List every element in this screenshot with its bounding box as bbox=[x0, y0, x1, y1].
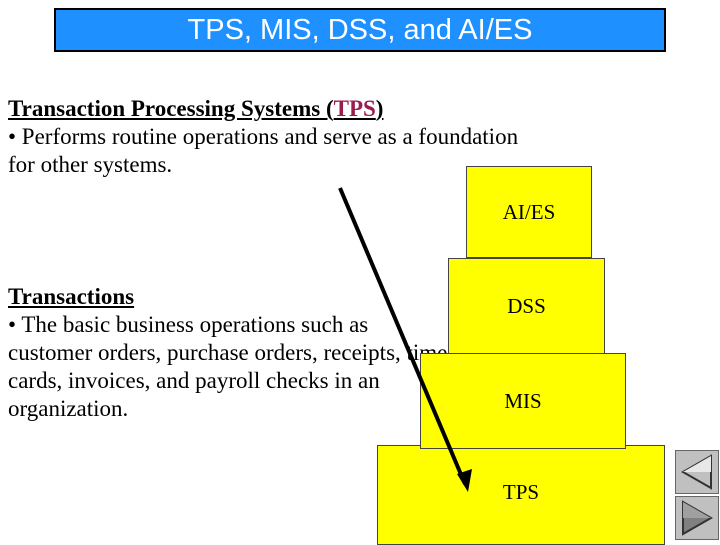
slide-title-text: TPS, MIS, DSS, and AI/ES bbox=[187, 13, 533, 46]
transactions-text-block: Transactions • The basic business operat… bbox=[8, 283, 458, 423]
slide-title: TPS, MIS, DSS, and AI/ES bbox=[54, 8, 666, 52]
pyramid-level-aies: AI/ES bbox=[466, 166, 592, 258]
pyramid-level-mis: MIS bbox=[420, 353, 626, 449]
previous-slide-button[interactable] bbox=[675, 450, 719, 494]
pyramid-level-tps: TPS bbox=[377, 445, 665, 545]
tps-heading: Transaction Processing Systems (TPS) bbox=[8, 95, 528, 123]
pyramid-level-label: MIS bbox=[504, 388, 542, 413]
tps-text-block: Transaction Processing Systems (TPS) • P… bbox=[8, 95, 528, 179]
transactions-heading: Transactions bbox=[8, 284, 135, 309]
next-slide-button[interactable] bbox=[675, 496, 719, 540]
tps-heading-acronym: TPS bbox=[333, 96, 376, 121]
tps-description: • Performs routine operations and serve … bbox=[8, 124, 519, 177]
triangle-left-icon bbox=[680, 454, 712, 490]
transactions-description: • The basic business operations such as … bbox=[8, 312, 448, 421]
pyramid-level-label: DSS bbox=[507, 293, 546, 318]
pyramid-level-dss: DSS bbox=[448, 258, 605, 354]
tps-heading-end: ) bbox=[375, 96, 384, 121]
triangle-right-icon bbox=[682, 500, 714, 536]
pyramid-level-label: TPS bbox=[502, 479, 540, 504]
tps-heading-start: Transaction Processing Systems ( bbox=[8, 96, 334, 121]
pyramid-level-label: AI/ES bbox=[502, 199, 556, 224]
